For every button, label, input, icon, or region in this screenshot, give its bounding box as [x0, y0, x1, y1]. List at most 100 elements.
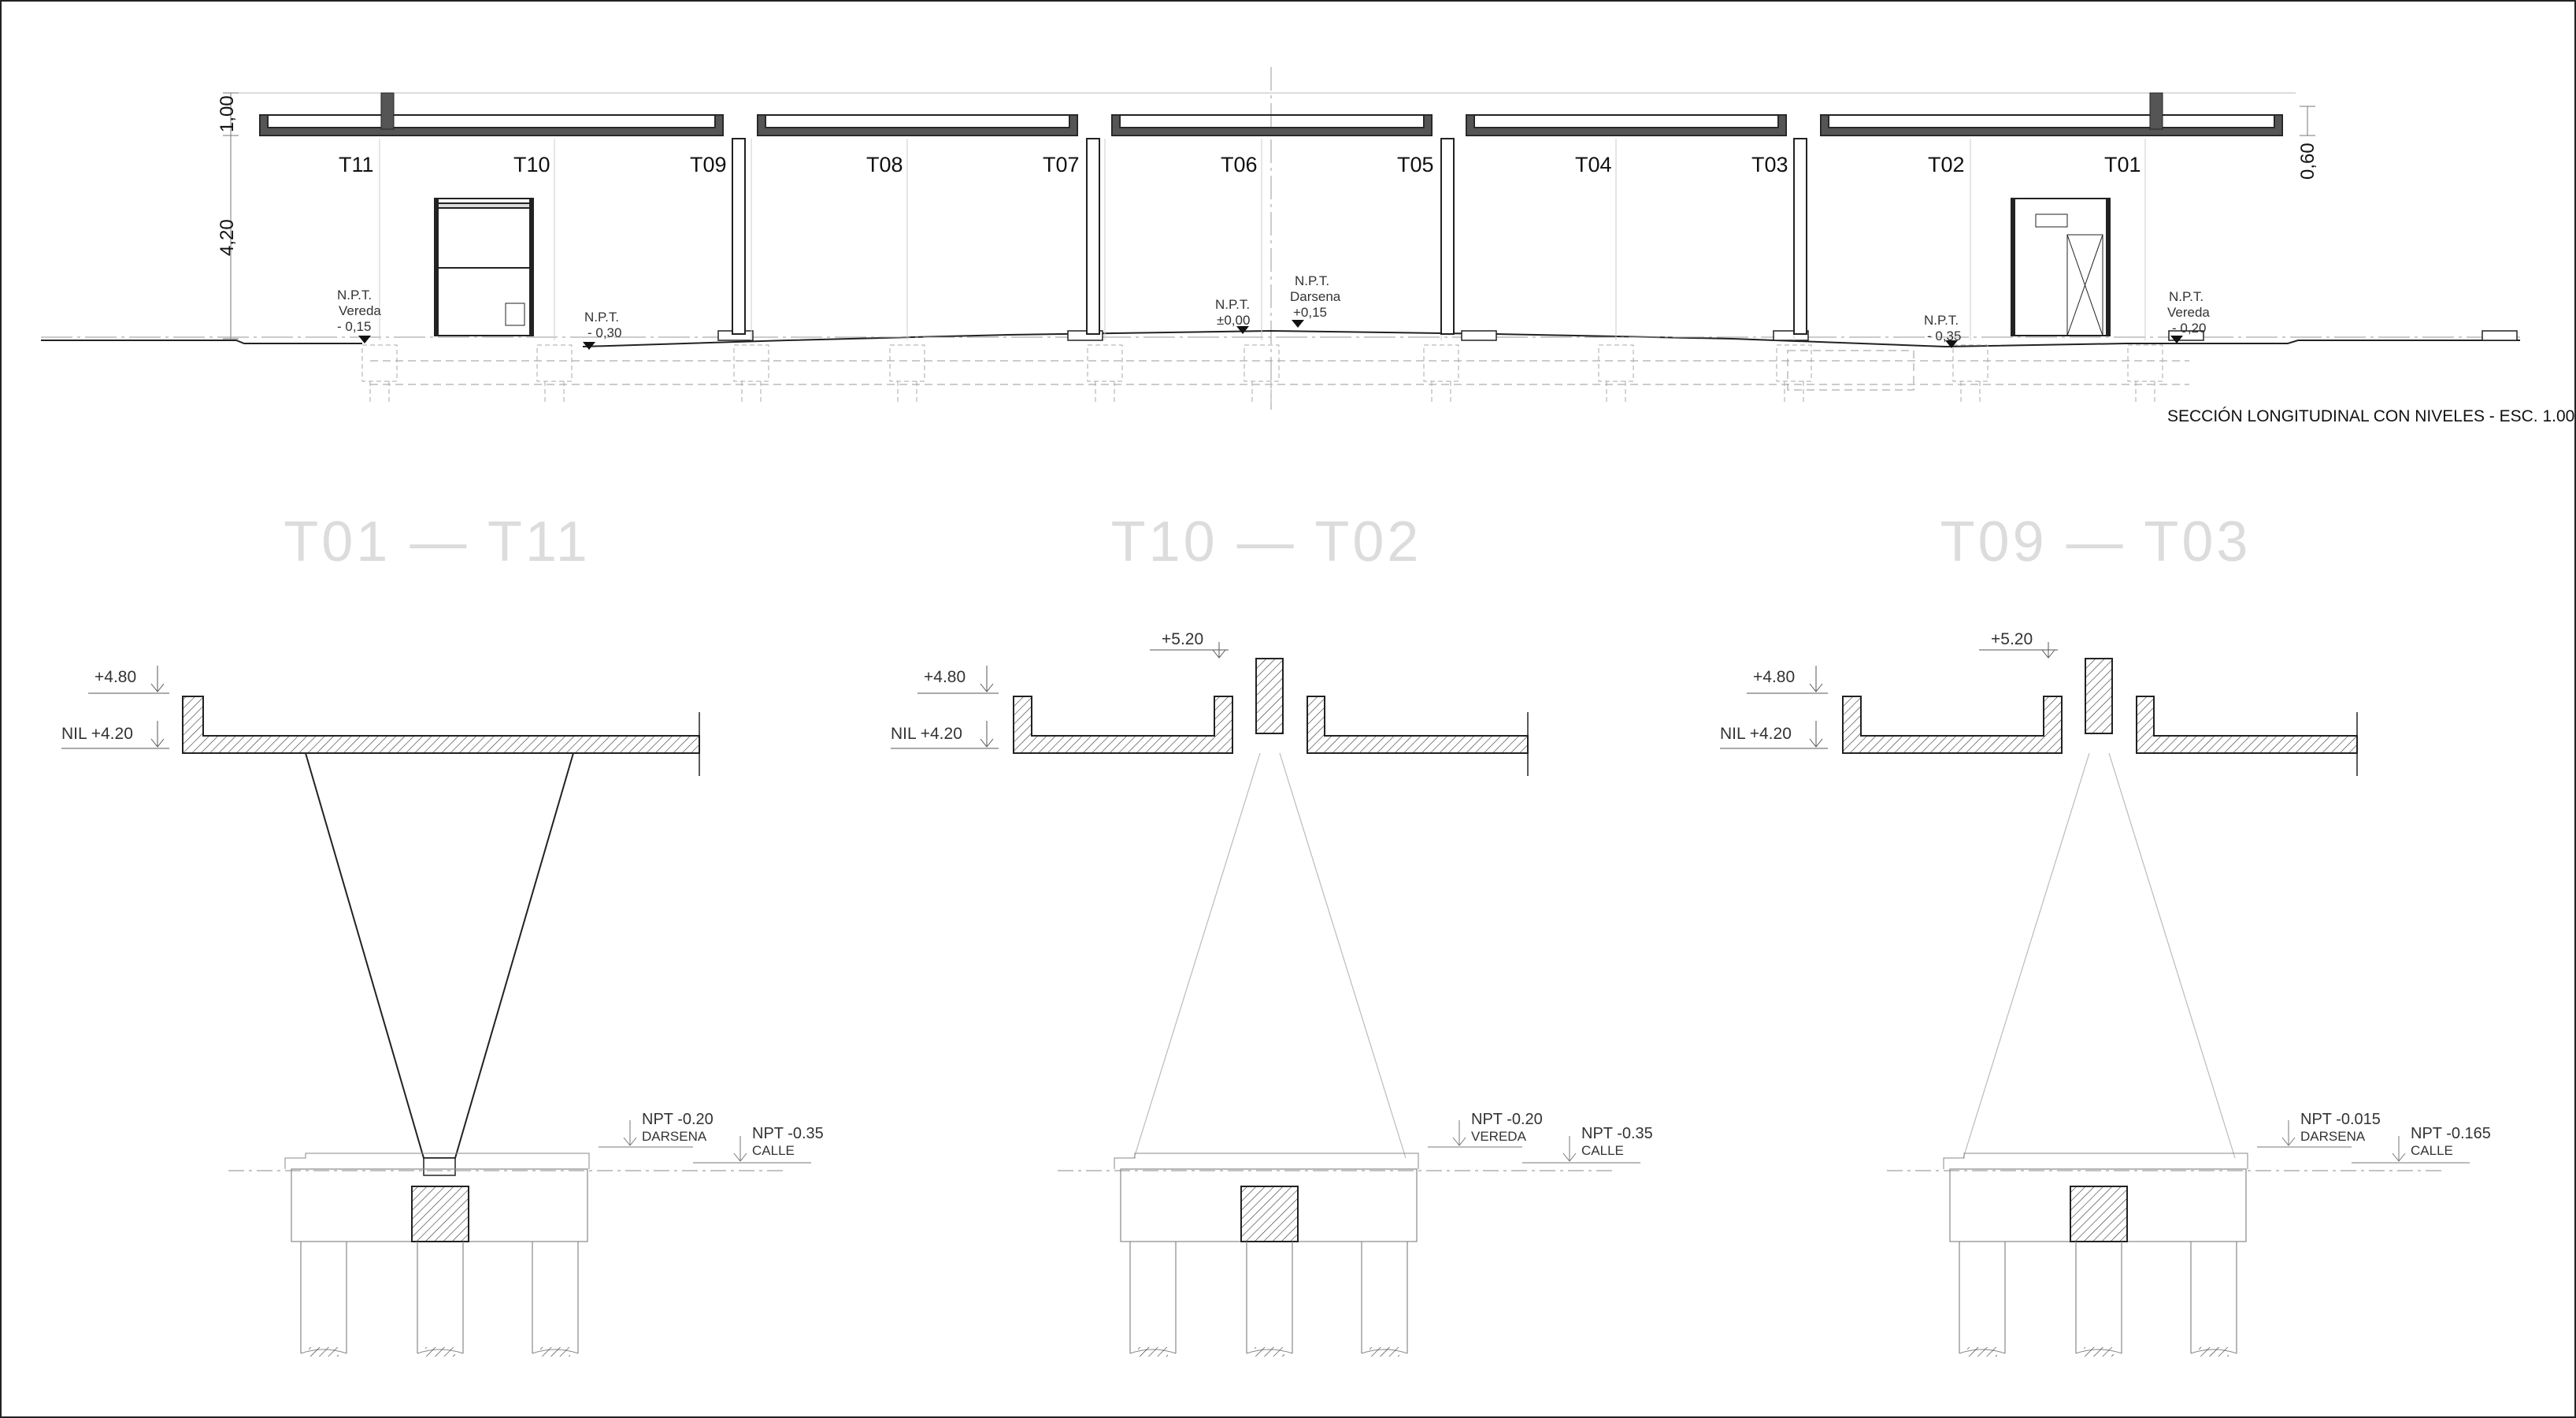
pile-hatch-1 [309, 1347, 339, 1357]
peak-level-label: +5.20 [1991, 630, 2033, 648]
pad-6 [2481, 330, 2518, 341]
structural-column-t09 [732, 138, 746, 335]
npt1-arrow [2281, 1120, 2296, 1146]
svg-text:- 0,15: - 0,15 [337, 319, 371, 334]
level-label-4: N.P.T. Darsena +0,15 [1290, 273, 1341, 320]
pile-hatch-3 [1370, 1347, 1399, 1357]
detail-title: T09 — T03 [1940, 510, 2252, 574]
level-label-2: N.P.T. - 0,30 [584, 310, 621, 340]
level-label-6: N.P.T. Vereda - 0,20 [2167, 289, 2210, 336]
pile-cap-6 [1244, 344, 1280, 382]
pile-hatch-3 [540, 1347, 570, 1357]
canopy-left-slab [1842, 696, 2063, 754]
canopy-right-slab [2136, 696, 2358, 754]
end-post-left [380, 92, 395, 130]
svg-text:- 0,20: - 0,20 [2172, 321, 2206, 336]
pile-cap-5 [1087, 344, 1123, 382]
central-post [2085, 658, 2113, 734]
pile-cap-3 [733, 344, 769, 382]
nil-arrow [1809, 721, 1823, 748]
pile-2 [1246, 1242, 1293, 1353]
section-title: SECCIÓN LONGITUDINAL CON NIVELES - ESC. … [2167, 407, 2574, 425]
column-stub [411, 1186, 469, 1242]
pile-cap-9 [1776, 344, 1812, 382]
pile-hatch-1 [1967, 1347, 1997, 1357]
npt1-label: NPT -0.20 [642, 1111, 713, 1128]
canopy-fill-1 [259, 114, 724, 136]
axis-label-t04: T04 [1575, 153, 1612, 176]
axis-label-t03: T03 [1751, 153, 1788, 176]
svg-text:N.P.T.: N.P.T. [1924, 313, 1959, 328]
pile-cap-8 [1598, 344, 1634, 382]
top-arrow [150, 666, 165, 692]
canopy-fill-5 [1820, 114, 2283, 136]
axis-label-t11: T11 [339, 153, 374, 176]
axis-label-t06: T06 [1221, 153, 1258, 176]
axis-label-t05: T05 [1397, 153, 1434, 176]
pile-3 [532, 1242, 579, 1353]
pile-hatch-1 [1138, 1347, 1168, 1357]
level-label-5: N.P.T. - 0,35 [1924, 313, 1961, 343]
npt1-arrow [1452, 1120, 1466, 1146]
column-base [423, 1157, 456, 1176]
canopy-fill-4 [1466, 114, 1787, 136]
detail-title: T01 — T11 [284, 510, 591, 574]
npt1-sub: DARSENA [2300, 1129, 2366, 1144]
peak-arrow [2041, 642, 2055, 659]
pile-cap-11 [2127, 344, 2163, 382]
npt2-label: NPT -0.35 [752, 1125, 824, 1142]
dim-right-label: 0,60 [2297, 143, 2318, 180]
svg-text:Vereda: Vereda [2167, 305, 2210, 320]
level-markers [358, 320, 2183, 350]
pile-2 [2075, 1242, 2122, 1353]
pile-1 [1129, 1242, 1177, 1353]
nil-level-label: NIL +4.20 [891, 725, 962, 743]
canopy-right-slab [1307, 696, 1529, 754]
dim-height-label: 4,20 [217, 219, 238, 256]
central-post [1255, 658, 1284, 734]
pile-cap-4 [889, 344, 925, 382]
npt2-label: NPT -0.165 [2411, 1125, 2491, 1142]
peak-level-label: +5.20 [1162, 630, 1203, 648]
roof-canopies [259, 92, 2283, 136]
npt1-label: NPT -0.015 [2300, 1111, 2381, 1128]
level-label-1: N.P.T. Vereda - 0,15 [337, 288, 381, 334]
ghost-column [1963, 752, 2236, 1159]
svg-text:Vereda: Vereda [339, 303, 381, 318]
svg-text:+0,15: +0,15 [1293, 305, 1327, 320]
npt1-arrow [623, 1120, 637, 1146]
npt2-sub: CALLE [1581, 1143, 1624, 1158]
structural-column-t05 [1440, 138, 1455, 335]
columns [361, 138, 2518, 403]
svg-text:N.P.T.: N.P.T. [337, 288, 372, 303]
npt1-sub: VEREDA [1471, 1129, 1527, 1144]
dimension-lines [223, 92, 2315, 340]
canopy-fill-3 [1111, 114, 1433, 136]
pavement-line [1943, 1153, 2248, 1169]
nil-level-label: NIL +4.20 [1720, 725, 1792, 743]
peak-arrow [1212, 642, 1226, 659]
svg-text:±0,00: ±0,00 [1217, 313, 1250, 328]
detail-title: T10 — T02 [1111, 510, 1422, 574]
nil-arrow [980, 721, 994, 748]
canopy-slab [182, 696, 700, 754]
npt2-sub: CALLE [2411, 1143, 2453, 1158]
pile-cap-1 [361, 344, 398, 382]
axis-label-t09: T09 [690, 153, 727, 176]
svg-text:- 0,30: - 0,30 [587, 325, 621, 340]
ghost-column [1133, 752, 1407, 1159]
pile-hatch-2 [2084, 1347, 2114, 1357]
structural-column-t07 [1086, 138, 1100, 335]
pile-hatch-2 [425, 1347, 455, 1357]
pile-3 [1361, 1242, 1408, 1353]
canopy-fill-2 [757, 114, 1078, 136]
end-post-right [2149, 92, 2163, 130]
axis-label-t10: T10 [513, 153, 550, 176]
npt2-arrow [1562, 1136, 1577, 1162]
pile-cap-7 [1423, 344, 1459, 382]
